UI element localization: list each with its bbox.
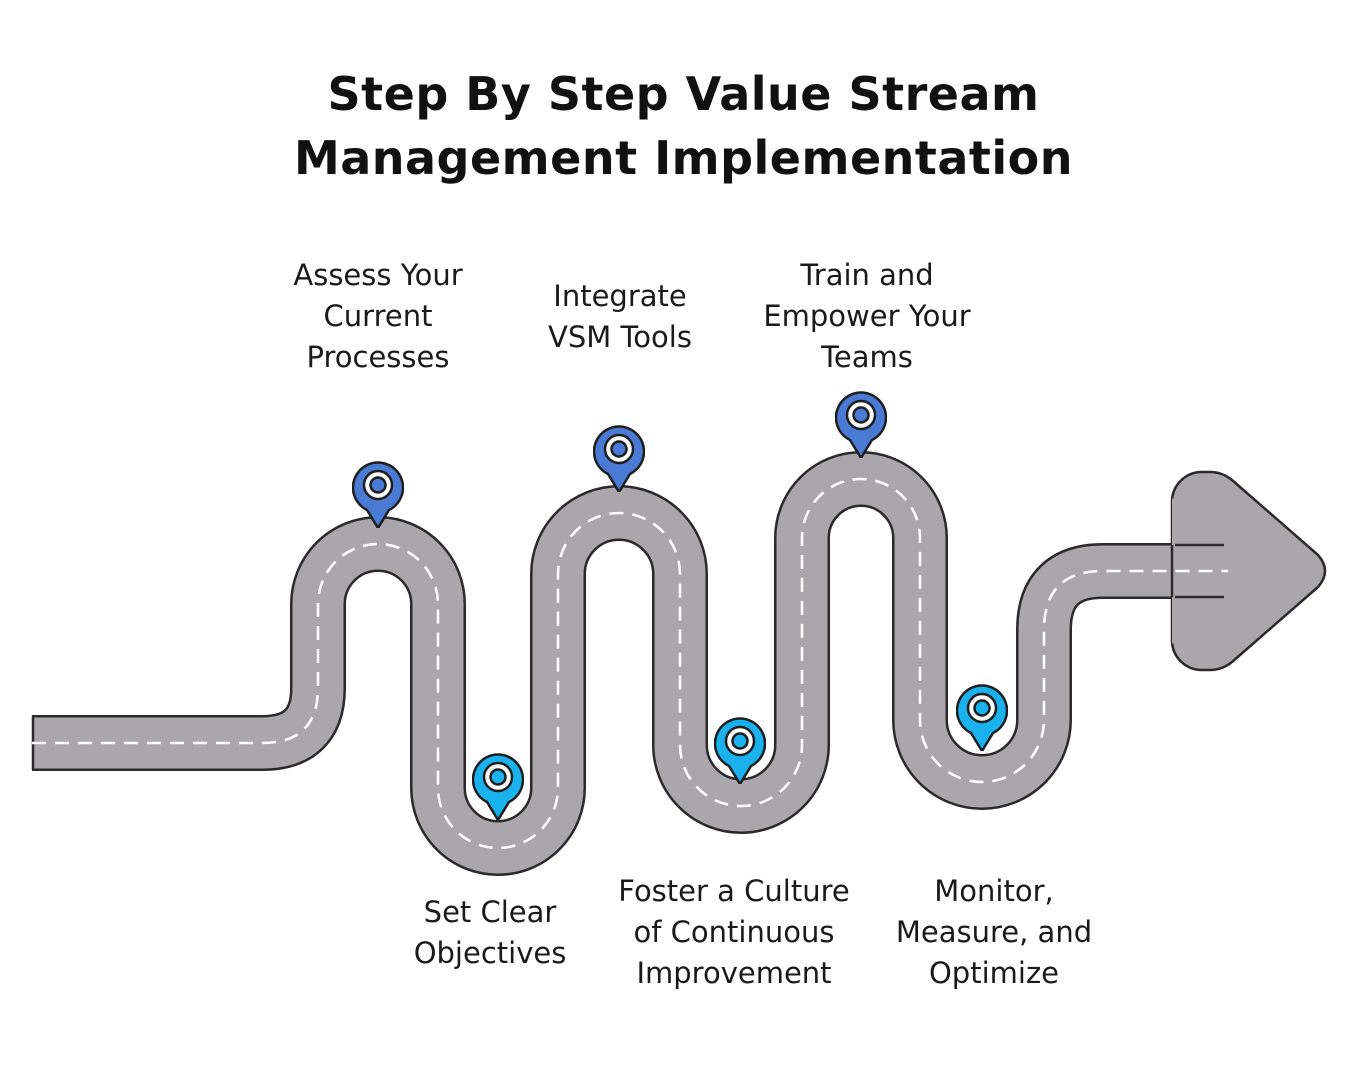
step-label-4: Foster a Culture of Continuous Improveme… [618, 874, 850, 990]
page-title: Step By Step Value Stream Management Imp… [0, 62, 1367, 190]
title-line-2: Management Implementation [293, 131, 1074, 185]
map-pin-icon [835, 391, 887, 458]
title-line-1: Step By Step Value Stream [327, 67, 1040, 121]
step-label-2: Set Clear Objectives [413, 895, 567, 970]
lane-marking [32, 477, 1228, 850]
map-pin-icon [593, 425, 645, 492]
map-pin-icon [956, 684, 1008, 751]
pin-step-6 [956, 684, 1008, 751]
pin-step-2 [472, 753, 524, 820]
road [32, 453, 1200, 874]
arrow-head-icon [1170, 470, 1327, 672]
map-pin-icon [472, 753, 524, 820]
step-label-5: Train and Empower Your Teams [763, 258, 971, 374]
step-label-1: Assess Your Current Processes [293, 258, 463, 374]
step-label-6: Monitor, Measure, and Optimize [895, 874, 1093, 990]
pin-step-5 [835, 391, 887, 458]
pin-step-3 [593, 425, 645, 492]
step-label-3: Integrate VSM Tools [548, 279, 692, 354]
